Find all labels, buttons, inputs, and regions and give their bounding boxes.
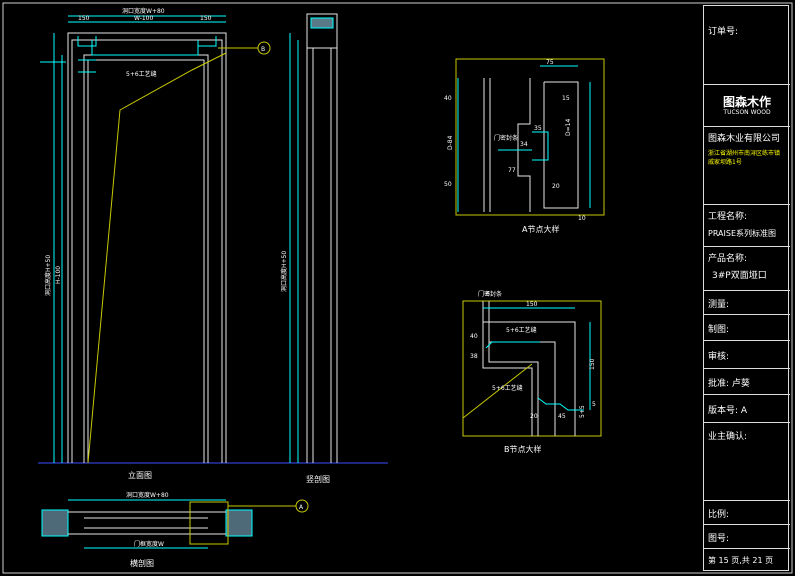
dim-a-77: 77 bbox=[508, 167, 516, 174]
dim-b-top: 6 bbox=[486, 291, 490, 298]
order-no-cell: 订单号: bbox=[704, 6, 790, 84]
label-section: 竖剖图 bbox=[306, 474, 330, 484]
label-elevation: 立面图 bbox=[128, 470, 152, 480]
measure-label: 测量: bbox=[708, 300, 730, 310]
measure-cell: 测量: bbox=[704, 290, 790, 314]
annot-beam-a: 5+6工艺缝 bbox=[126, 70, 157, 78]
cross-section-view bbox=[41, 499, 309, 549]
door-outer-frame bbox=[67, 32, 227, 463]
product-cell: 产品名称: 3#P双面垭口 bbox=[704, 246, 790, 290]
dim-b-20: 20 bbox=[530, 413, 538, 420]
annot-callout-a: A bbox=[299, 504, 304, 511]
company-name: 图森木业有限公司 bbox=[708, 134, 781, 144]
dim-a-D2: D-84 bbox=[447, 135, 454, 150]
order-no-label: 订单号: bbox=[708, 27, 739, 37]
dim-a-35: 35 bbox=[534, 125, 542, 132]
page-cell: 第 15 页,共 21 页 bbox=[704, 548, 790, 570]
swing-line bbox=[87, 52, 227, 464]
approve-cell: 批准: 卢葵 bbox=[704, 368, 790, 394]
approve-label: 批准: 卢葵 bbox=[708, 379, 750, 389]
door-inner-frame bbox=[83, 54, 209, 463]
logo-cn: 图森木作 bbox=[722, 95, 771, 109]
detail-a bbox=[455, 58, 605, 216]
dim-b-150: 150 bbox=[526, 301, 538, 308]
dim-b-40: 40 bbox=[470, 333, 478, 340]
draft-cell: 制图: bbox=[704, 314, 790, 340]
dim-inner-width: W-100 bbox=[134, 15, 153, 22]
dim-a-20: 20 bbox=[552, 183, 560, 190]
annot-seal-a: 门密封条 bbox=[494, 134, 518, 142]
dim-left-top: 150 bbox=[78, 15, 90, 22]
dim-a-75: 75 bbox=[546, 59, 554, 66]
product-label: 产品名称: bbox=[708, 254, 748, 264]
door-inner-frame-2 bbox=[87, 59, 205, 463]
label-detail-b: B节点大样 bbox=[504, 444, 542, 454]
dim-a-10: 10 bbox=[578, 215, 586, 222]
annot-beam-b2: 5+6工艺缝 bbox=[492, 384, 523, 392]
dim-a-40: 40 bbox=[444, 95, 452, 102]
dim-height-left2: H-100 bbox=[55, 266, 62, 284]
title-block: 订单号: 图森木作 TUCSON WOOD 图森木业有限公司 浙江省湖州市南浔区… bbox=[703, 5, 790, 571]
dim-b-45: 45 bbox=[558, 413, 566, 420]
page-label: 第 15 页,共 21 页 bbox=[708, 556, 774, 565]
dim-b-150v: 150 bbox=[589, 358, 596, 370]
annot-callout-b: B bbox=[261, 46, 265, 53]
callout-a-circle bbox=[295, 499, 309, 513]
version-cell: 版本号: A bbox=[704, 394, 790, 422]
draft-label: 制图: bbox=[708, 325, 730, 335]
detail-b bbox=[462, 300, 602, 437]
logo-cell: 图森木作 TUCSON WOOD bbox=[704, 84, 790, 126]
dim-a-50: 50 bbox=[444, 181, 452, 188]
elevation-view bbox=[38, 15, 388, 464]
project-value: PRAISE系列标准图 bbox=[708, 229, 777, 238]
annot-beam-b1: 5+6工艺缝 bbox=[506, 326, 537, 334]
scale-cell: 比例: bbox=[704, 500, 790, 524]
version-label: 版本号: A bbox=[708, 406, 748, 416]
dim-b-38: 38 bbox=[470, 353, 478, 360]
dim-height-mid: 洞口高度H+50 bbox=[280, 251, 288, 292]
owner-label: 业主确认: bbox=[708, 432, 748, 442]
dim-height-left: 洞口高度H+50 bbox=[44, 255, 52, 296]
dim-a-15: 15 bbox=[562, 95, 570, 102]
project-cell: 工程名称: PRAISE系列标准图 bbox=[704, 204, 790, 246]
company-address-1: 浙江省湖州市南浔区练市镇 bbox=[708, 150, 781, 157]
company-cell: 图森木业有限公司 浙江省湖州市南浔区练市镇 戚家坝路1号 bbox=[704, 126, 790, 204]
scale-label: 比例: bbox=[708, 510, 730, 520]
callout-b-circle bbox=[257, 41, 271, 55]
owner-cell: 业主确认: bbox=[704, 422, 790, 500]
door-outer-frame-2 bbox=[71, 39, 223, 463]
label-detail-a: A节点大样 bbox=[522, 224, 559, 234]
review-cell: 审核: bbox=[704, 340, 790, 368]
annot-seal-b: 门密封条 bbox=[478, 290, 502, 298]
dim-top-width: 洞口宽度W+80 bbox=[122, 7, 165, 15]
dim-b-side: 5+5 bbox=[579, 405, 586, 418]
dim-bottom-width: 洞口宽度W+80 bbox=[126, 491, 169, 499]
label-cross-section: 横剖图 bbox=[130, 558, 154, 568]
section-view bbox=[289, 13, 338, 463]
drawing-no-label: 图号: bbox=[708, 534, 730, 544]
dim-a-side: 34 bbox=[520, 141, 528, 148]
dim-a-D: D=14 bbox=[565, 119, 572, 136]
dim-right-top: 150 bbox=[200, 15, 212, 22]
dim-b-5: 5 bbox=[592, 401, 596, 408]
product-value: 3#P双面垭口 bbox=[712, 271, 767, 281]
drawing-no-cell: 图号: bbox=[704, 524, 790, 548]
project-label: 工程名称: bbox=[708, 212, 748, 222]
dim-bottom-inner: 门框宽度W bbox=[134, 540, 164, 548]
company-address-2: 戚家坝路1号 bbox=[708, 159, 742, 166]
logo-en: TUCSON WOOD bbox=[723, 109, 771, 116]
review-label: 审核: bbox=[708, 352, 730, 362]
